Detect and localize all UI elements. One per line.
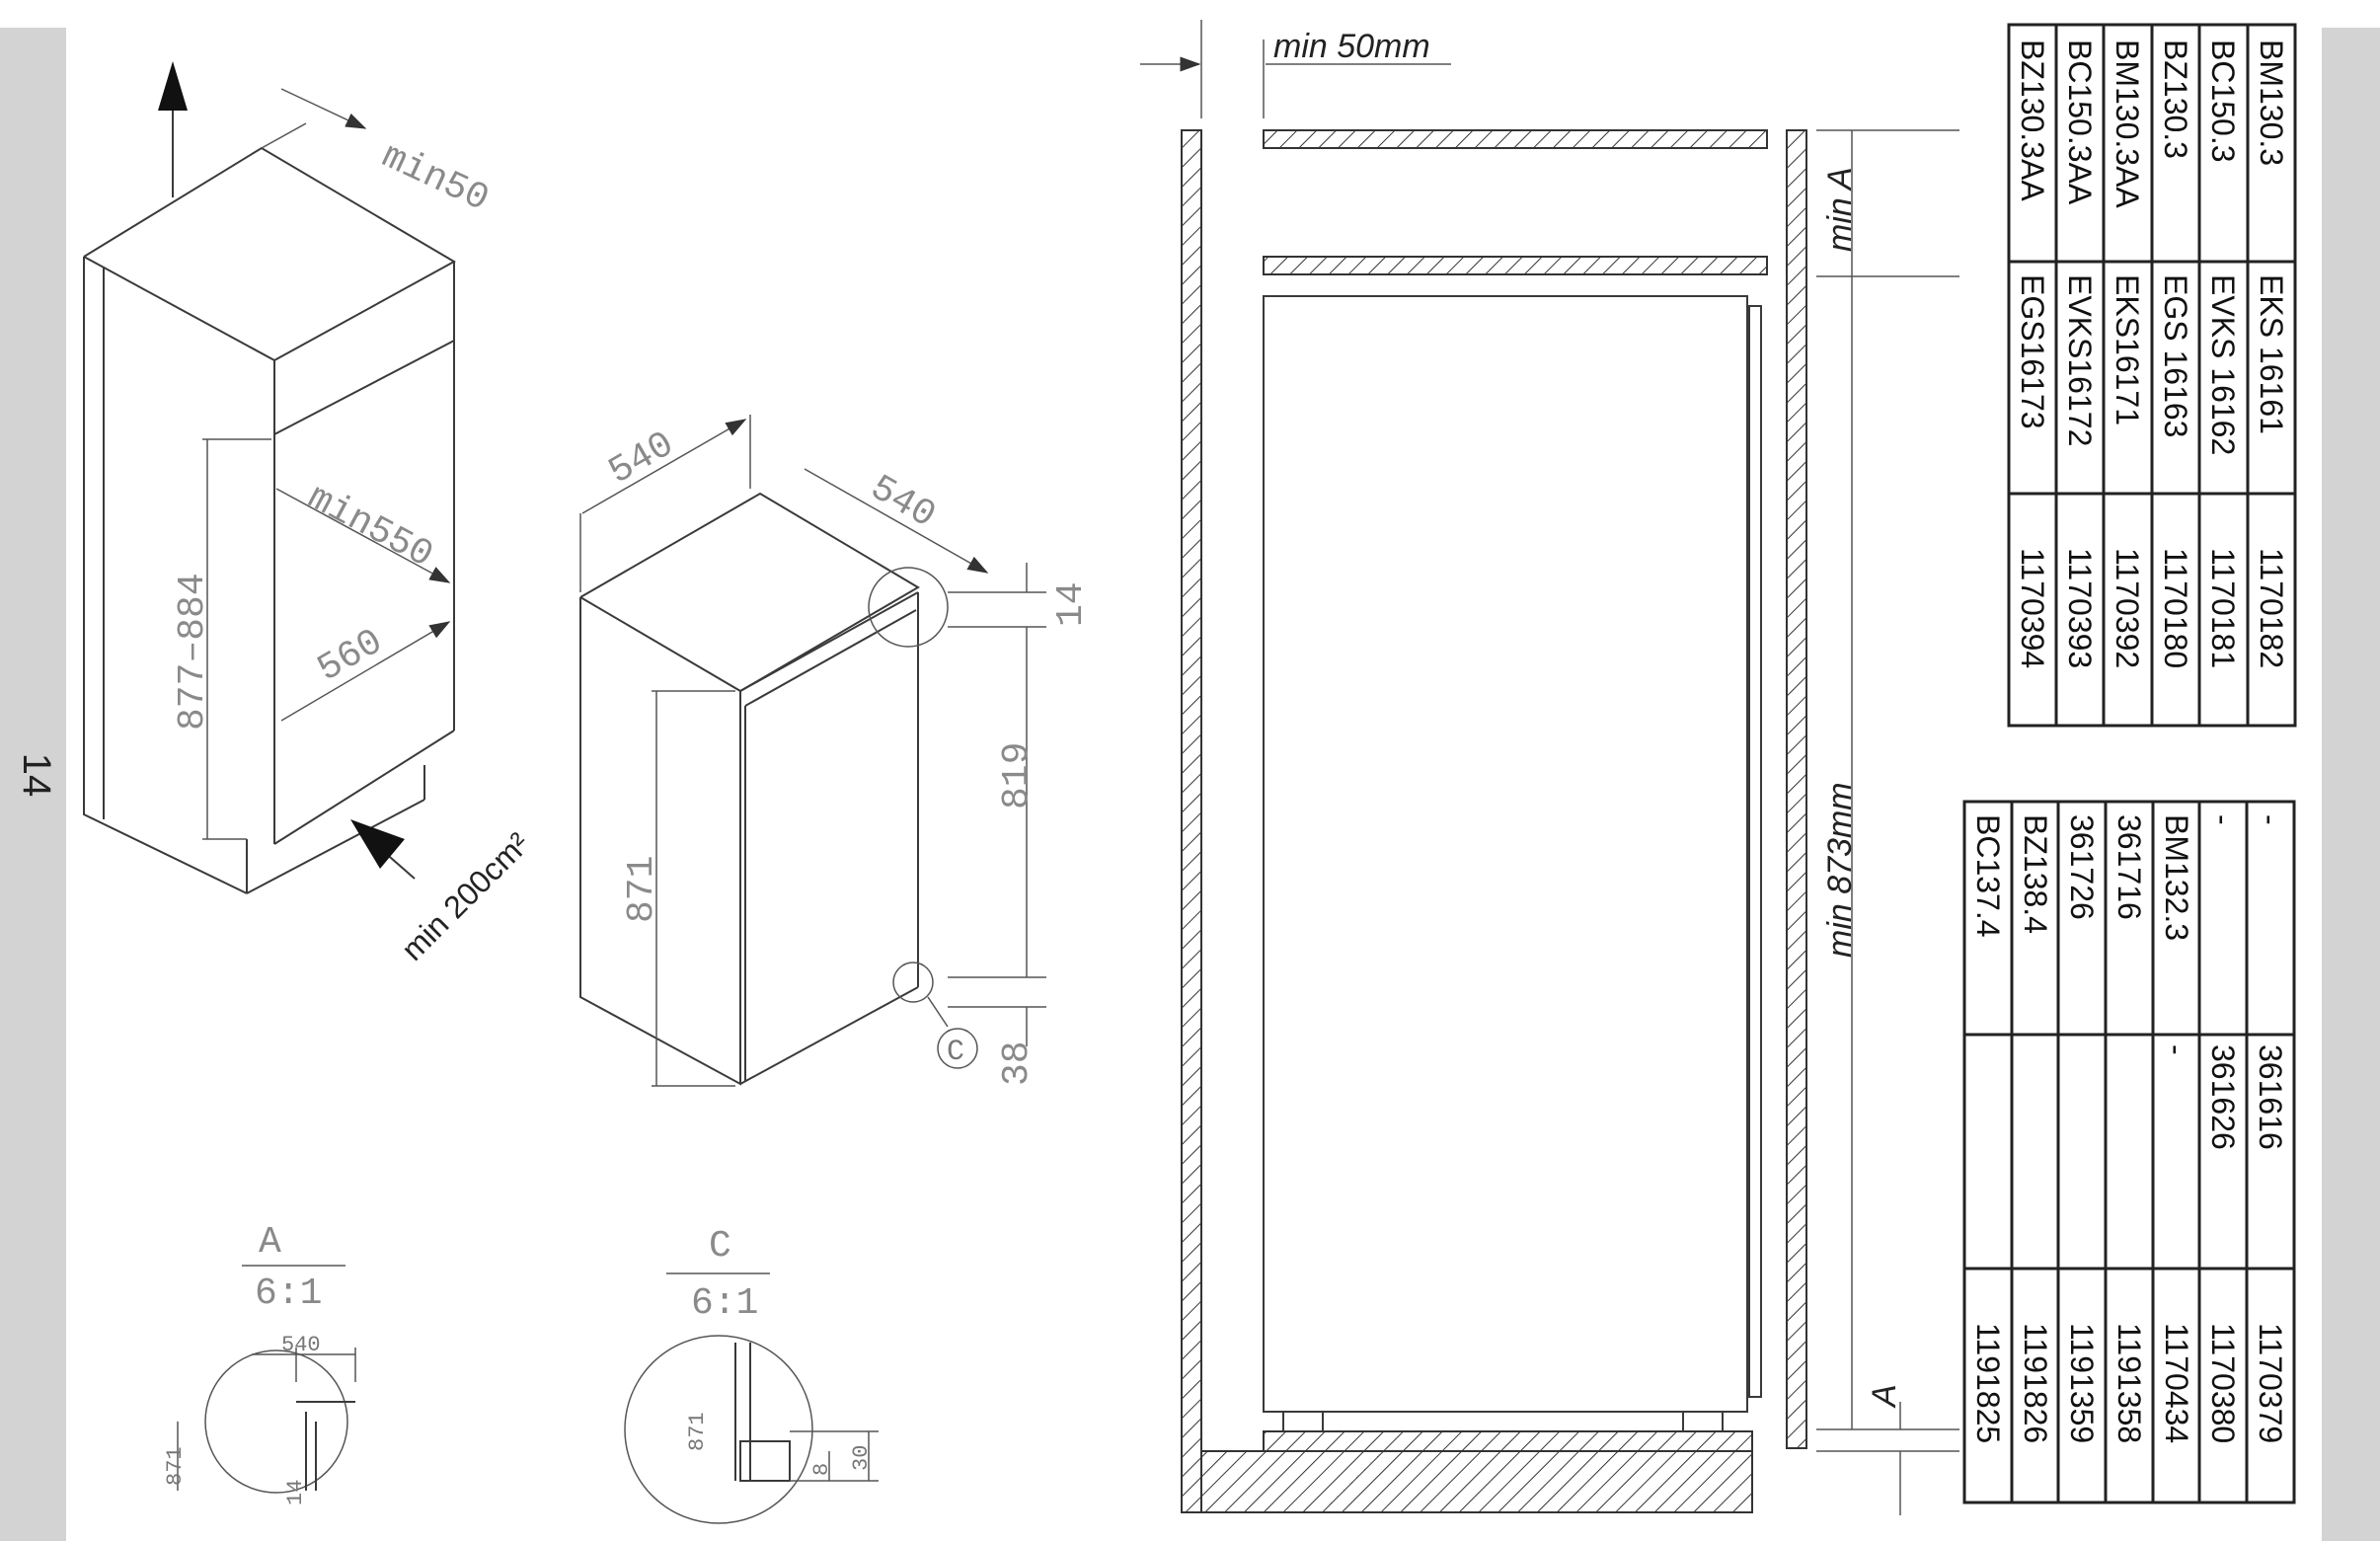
part-cell: 1191826 [2018, 1323, 2053, 1443]
model-cell: EGS 16163 [2158, 274, 2193, 437]
part-cell: BM132.3 [2159, 814, 2194, 941]
up-arrow-head-icon [158, 61, 188, 111]
ventilation-arrow-icon [350, 819, 405, 869]
part-cell: 361726 [2064, 814, 2100, 920]
top-offset-label: 14 [1050, 581, 1093, 627]
model-cell: 1170180 [2158, 548, 2193, 668]
part-cell: 1191358 [2111, 1323, 2147, 1443]
min-height-label: min 873mm [1821, 782, 1859, 958]
ventilation-label: min 200cm² [394, 825, 536, 967]
model-cell: EVKS 16162 [2205, 274, 2241, 455]
part-cell: - [2253, 814, 2288, 825]
detail-c-scale: 6:1 [691, 1282, 758, 1325]
detail-a: A 6:1 540 871 14 [163, 1221, 356, 1505]
model-cell: EVKS16172 [2062, 274, 2098, 446]
parts-table: - 361616 1170379 - 361626 1170380 BM132.… [1962, 800, 2296, 1504]
part-cell: - [2159, 1044, 2194, 1055]
left-margin-band [0, 28, 66, 1541]
detail-c-offset-small: 8 [809, 1463, 834, 1476]
detail-a-circle [868, 567, 949, 648]
model-cell: BM130.3AA [2110, 39, 2145, 208]
model-cell: EGS16173 [2015, 274, 2050, 429]
cabinet-isometric: min50 min550 560 877–884 min 200cm² [83, 61, 536, 967]
part-cell: BC137.4 [1970, 814, 2006, 938]
model-cell: BC150.3AA [2062, 39, 2098, 205]
detail-c-circle [892, 962, 934, 1003]
model-cell: BM130.3 [2254, 39, 2289, 166]
part-cell: 361716 [2111, 814, 2147, 920]
model-cell: BZ130.3AA [2015, 39, 2050, 201]
min-side-gap-label: min 50mm [1273, 28, 1430, 65]
right-margin-band [2322, 28, 2380, 1541]
part-cell: 361616 [2253, 1044, 2288, 1150]
detail-c-offset-large: 30 [849, 1445, 874, 1471]
detail-a-label: A [259, 1221, 281, 1264]
detail-a-height: 871 [163, 1446, 188, 1486]
part-cell: 1191359 [2064, 1323, 2100, 1443]
detail-c-label: C [709, 1225, 731, 1268]
part-cell: 1170434 [2159, 1323, 2194, 1443]
appliance-height-label: 871 [621, 856, 663, 923]
part-cell: BZ138.4 [2018, 814, 2053, 934]
part-cell: - [2205, 814, 2241, 825]
min-top-gap-label: min50 [375, 135, 496, 221]
appliance-width-label: 540 [602, 424, 682, 494]
min-a-label: min A [1821, 167, 1859, 252]
appliance-isometric: 540 540 871 C 14 819 38 [579, 415, 1093, 1087]
model-cell: 1170392 [2110, 548, 2145, 668]
model-cell: 1170182 [2254, 548, 2289, 668]
model-cell: 1170393 [2062, 548, 2098, 668]
cabinet-height-label: 877–884 [172, 573, 214, 731]
detail-a-offset: 14 [283, 1480, 308, 1505]
models-table: BM130.3 EKS 16161 1170182 BC150.3 EVKS 1… [2007, 23, 2297, 728]
detail-c: C 6:1 871 8 30 [624, 1225, 879, 1524]
detail-c-marker: C [947, 1036, 964, 1069]
part-cell: 361626 [2205, 1044, 2241, 1150]
detail-c-height: 871 [685, 1412, 710, 1451]
section-view: min 50mm min A min 873mm A [1140, 20, 1959, 1515]
appliance-depth-label: 540 [863, 467, 943, 537]
bottom-offset-label: 38 [996, 1040, 1038, 1086]
detail-a-scale: 6:1 [255, 1272, 322, 1315]
part-cell: 1170379 [2253, 1323, 2288, 1443]
model-cell: BC150.3 [2205, 39, 2241, 163]
part-cell: 1170380 [2205, 1323, 2241, 1443]
a-label: A [1866, 1384, 1903, 1409]
door-height-label: 819 [996, 742, 1038, 809]
min-depth-label: min550 [300, 477, 439, 578]
model-cell: EKS 16161 [2254, 274, 2289, 434]
model-cell: BZ130.3 [2158, 39, 2193, 159]
detail-a-width: 540 [281, 1333, 321, 1357]
model-cell: 1170394 [2015, 548, 2050, 668]
model-cell: EKS16171 [2110, 274, 2145, 425]
model-cell: 1170181 [2205, 548, 2241, 668]
part-cell: 1191825 [1970, 1323, 2006, 1443]
